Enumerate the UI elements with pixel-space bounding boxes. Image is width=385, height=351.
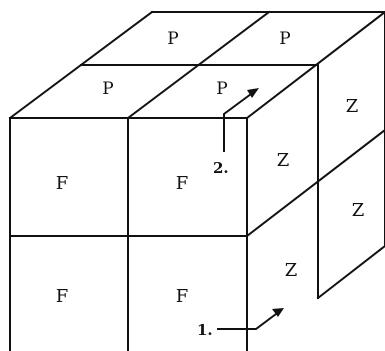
top-face-label: P bbox=[279, 29, 290, 49]
side-face-label: Z bbox=[346, 96, 359, 117]
front-face-label: F bbox=[176, 173, 189, 194]
side-face-lower-edge bbox=[316, 244, 385, 300]
side-face-label: Z bbox=[352, 200, 365, 221]
move-2-arrow-line bbox=[223, 93, 252, 152]
side-face-label: Z bbox=[285, 260, 298, 281]
top-face-diagonal-divider bbox=[126, 10, 271, 120]
side-face bbox=[245, 11, 385, 300]
move-1-arrow bbox=[217, 308, 284, 330]
front-face-label: F bbox=[56, 286, 69, 307]
move-1-arrow-line bbox=[217, 313, 277, 330]
top-face bbox=[8, 10, 385, 120]
side-face-label: Z bbox=[277, 150, 290, 171]
side-face-horizontal-divider bbox=[245, 128, 385, 238]
move-2-label: 2. bbox=[213, 159, 229, 177]
front-face bbox=[9, 117, 248, 351]
front-face-label: F bbox=[176, 286, 189, 307]
top-face-label: P bbox=[216, 79, 227, 99]
top-face-label: P bbox=[167, 29, 178, 49]
move-2-arrow bbox=[223, 88, 259, 152]
top-face-label: P bbox=[102, 79, 113, 99]
move-2-arrowhead bbox=[247, 88, 259, 98]
move-1-label: 1. bbox=[197, 321, 213, 339]
move-1-arrowhead bbox=[272, 308, 284, 317]
front-face-label: F bbox=[56, 173, 69, 194]
